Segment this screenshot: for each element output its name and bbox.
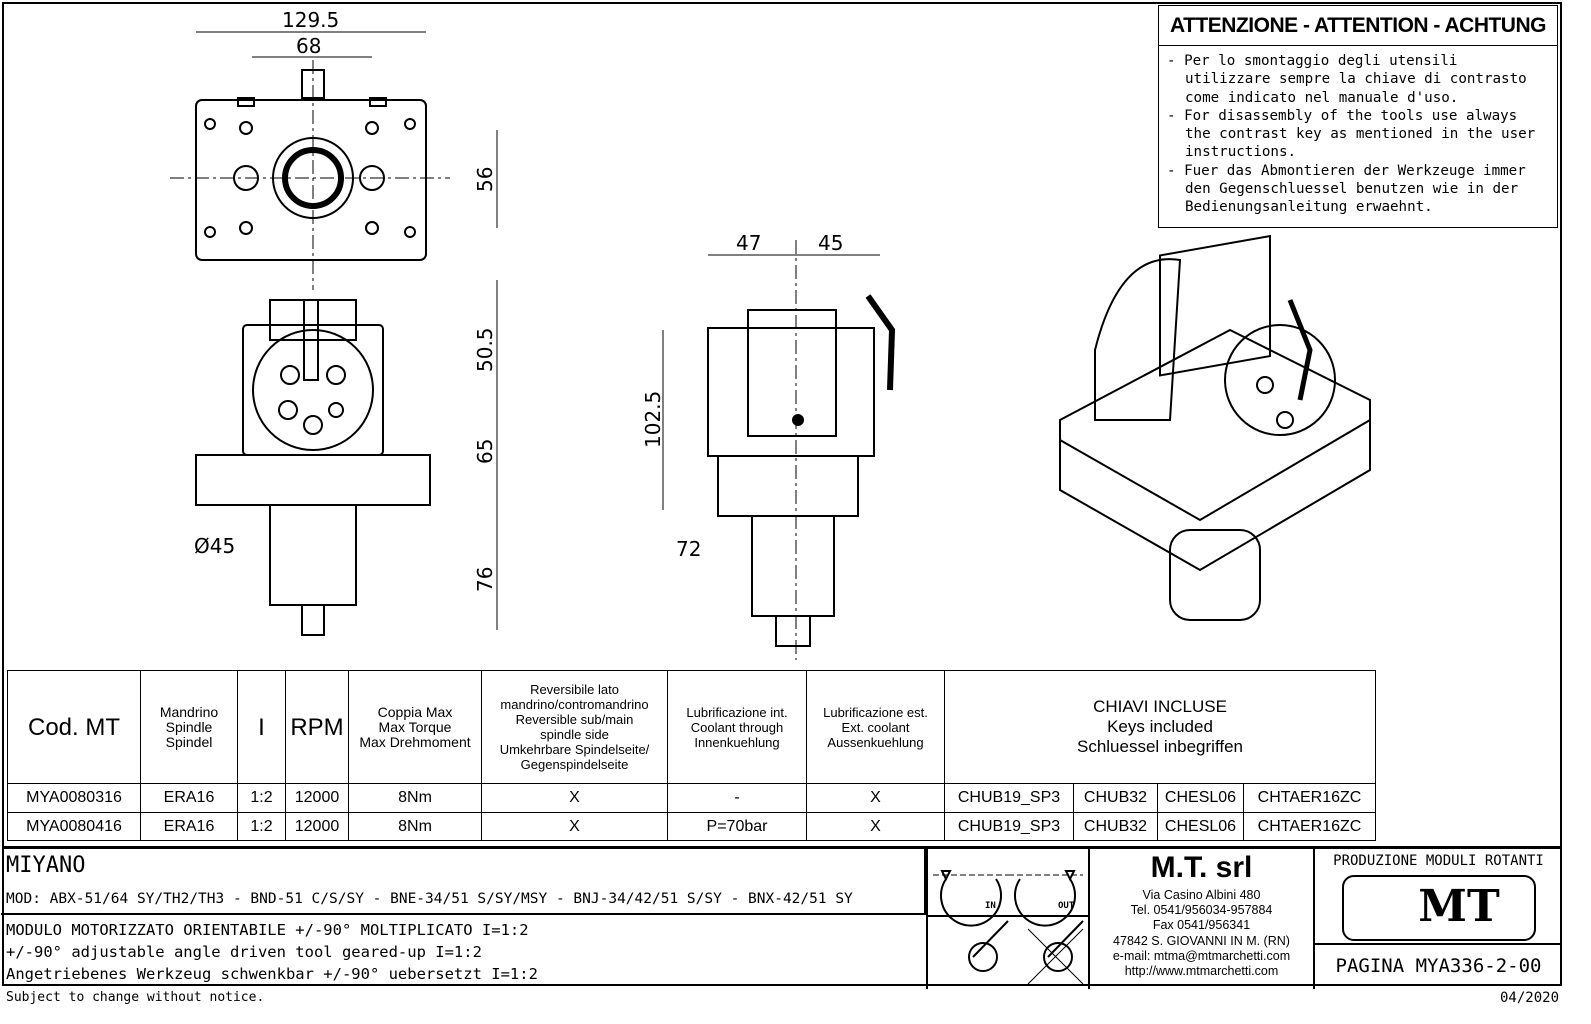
dim-side-lower: 72 bbox=[676, 537, 701, 561]
table-header: Cod. MT Mandrino Spindle Spindel I RPM C… bbox=[7, 670, 1376, 784]
cell-reversible: X bbox=[481, 783, 668, 813]
cell-key: CHESL06 bbox=[1157, 783, 1244, 813]
dim-side-left: 47 bbox=[736, 231, 761, 255]
cell-reversible: X bbox=[481, 811, 668, 841]
warning-item-de: - Fuer das Abmontieren der Werkzeuge imm… bbox=[1167, 162, 1526, 216]
out-label: OUT bbox=[1058, 901, 1075, 911]
dim-front-mid: 65 bbox=[473, 439, 497, 464]
header-torque: Coppia Max Max Torque Max Drehmoment bbox=[348, 670, 482, 784]
dim-top-inner: 68 bbox=[296, 34, 321, 58]
cell-spindle: ERA16 bbox=[140, 783, 238, 813]
header-ratio: I bbox=[237, 670, 286, 784]
cell-rpm: 12000 bbox=[285, 783, 349, 813]
cell-code: MYA0080416 bbox=[7, 811, 141, 841]
address: Via Casino Albini 480 bbox=[1142, 888, 1261, 902]
cell-code: MYA0080316 bbox=[7, 783, 141, 813]
dim-front-upper: 50.5 bbox=[473, 327, 497, 372]
header-coolant-ext: Lubrificazione est. Ext. coolant Aussenk… bbox=[806, 670, 945, 784]
cell-coolant-ext: X bbox=[806, 783, 945, 813]
cell-torque: 8Nm bbox=[348, 783, 482, 813]
cell-key: CHUB32 bbox=[1073, 783, 1158, 813]
cell-key: CHUB19_SP3 bbox=[944, 811, 1074, 841]
website-link[interactable]: http://www.mtmarchetti.com bbox=[1124, 964, 1279, 979]
dim-side-right: 45 bbox=[818, 231, 843, 255]
wrench-usage-icon bbox=[968, 920, 1084, 985]
isometric-view bbox=[1059, 234, 1371, 621]
phone: Tel. 0541/956034-957884 bbox=[1130, 903, 1273, 918]
technical-drawings: 129.5 68 56 50.5 65 76 Ø45 47 45 102.5 7… bbox=[170, 8, 1371, 660]
title-block: MIYANO MOD: ABX-51/64 SY/TH2/TH3 - BND-5… bbox=[1, 846, 1562, 989]
machine-name: MIYANO bbox=[6, 853, 86, 878]
warning-box: ATTENZIONE - ATTENTION - ACHTUNG - Per l… bbox=[1158, 5, 1558, 228]
dim-top-height: 56 bbox=[473, 167, 497, 192]
cell-key: CHESL06 bbox=[1157, 811, 1244, 841]
cell-coolant-int: - bbox=[667, 783, 807, 813]
warning-title: ATTENZIONE - ATTENTION - ACHTUNG bbox=[1159, 6, 1557, 46]
side-view bbox=[662, 240, 896, 660]
dim-top-width: 129.5 bbox=[282, 8, 339, 32]
top-view bbox=[170, 31, 498, 290]
cell-ratio: 1:2 bbox=[237, 783, 286, 813]
description-de: Angetriebenes Werkzeug schwenkbar +/-90°… bbox=[6, 965, 538, 983]
cell-rpm: 12000 bbox=[285, 811, 349, 841]
cell-key: CHTAER16ZC bbox=[1243, 811, 1376, 841]
spec-table: Cod. MT Mandrino Spindle Spindel I RPM C… bbox=[7, 670, 1376, 841]
header-cod: Cod. MT bbox=[7, 670, 141, 784]
city: 47842 S. GIOVANNI IN M. (RN) bbox=[1113, 933, 1290, 948]
warning-item-en: - For disassembly of the tools use alway… bbox=[1167, 107, 1536, 161]
header-reversible: Reversibile lato mandrino/contromandrino… bbox=[481, 670, 668, 784]
cell-key: CHUB19_SP3 bbox=[944, 783, 1074, 813]
drawing-frame bbox=[2, 2, 1562, 986]
rotation-direction-icon bbox=[933, 870, 1084, 985]
cell-coolant-ext: X bbox=[806, 811, 945, 841]
company-name: M.T. srl bbox=[1150, 851, 1253, 884]
revision-date: 04/2020 bbox=[1500, 990, 1560, 1006]
machine-models: MOD: ABX-51/64 SY/TH2/TH3 - BND-51 C/S/S… bbox=[6, 891, 853, 907]
mt-logo: MT bbox=[1342, 875, 1536, 941]
header-keys: CHIAVI INCLUSE Keys included Schluessel … bbox=[944, 670, 1376, 784]
cell-ratio: 1:2 bbox=[237, 811, 286, 841]
change-notice: Subject to change without notice. bbox=[6, 990, 265, 1005]
dim-front-lower: 76 bbox=[473, 567, 497, 592]
header-spindle: Mandrino Spindle Spindel bbox=[140, 670, 238, 784]
production-label: PRODUZIONE MODULI ROTANTI bbox=[1333, 853, 1544, 869]
warning-item-it: - Per lo smontaggio degli utensili utili… bbox=[1167, 53, 1527, 106]
dim-front-diameter: Ø45 bbox=[194, 534, 235, 558]
header-rpm: RPM bbox=[285, 670, 349, 784]
header-coolant-int: Lubrificazione int. Coolant through Inne… bbox=[667, 670, 807, 784]
dim-side-height: 102.5 bbox=[641, 391, 665, 448]
description-en: +/-90° adjustable angle driven tool gear… bbox=[6, 943, 482, 961]
description-it: MODULO MOTORIZZATO ORIENTABILE +/-90° MO… bbox=[6, 921, 529, 939]
email-link[interactable]: e-mail: mtma@mtmarchetti.com bbox=[1112, 948, 1291, 963]
cell-key: CHTAER16ZC bbox=[1243, 783, 1376, 813]
fax: Fax 0541/956341 bbox=[1152, 918, 1251, 933]
cell-spindle: ERA16 bbox=[140, 811, 238, 841]
cell-key: CHUB32 bbox=[1073, 811, 1158, 841]
front-view bbox=[195, 280, 498, 636]
cell-coolant-int: P=70bar bbox=[667, 811, 807, 841]
cell-torque: 8Nm bbox=[348, 811, 482, 841]
page-code: PAGINA MYA336-2-00 bbox=[1335, 955, 1542, 977]
in-label: IN bbox=[985, 901, 996, 911]
